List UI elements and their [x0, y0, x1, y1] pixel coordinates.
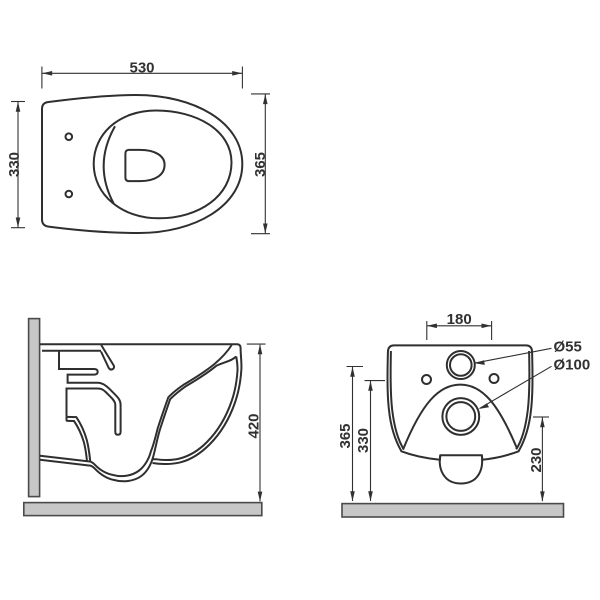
svg-text:180: 180 — [447, 311, 472, 328]
svg-text:330: 330 — [6, 152, 23, 177]
svg-text:330: 330 — [355, 428, 372, 453]
svg-text:365: 365 — [337, 423, 354, 448]
svg-text:230: 230 — [528, 447, 545, 472]
svg-text:365: 365 — [252, 152, 269, 177]
svg-text:420: 420 — [245, 413, 262, 438]
svg-text:Ø100: Ø100 — [554, 357, 591, 374]
svg-text:Ø55: Ø55 — [554, 339, 582, 356]
svg-text:530: 530 — [129, 59, 154, 76]
